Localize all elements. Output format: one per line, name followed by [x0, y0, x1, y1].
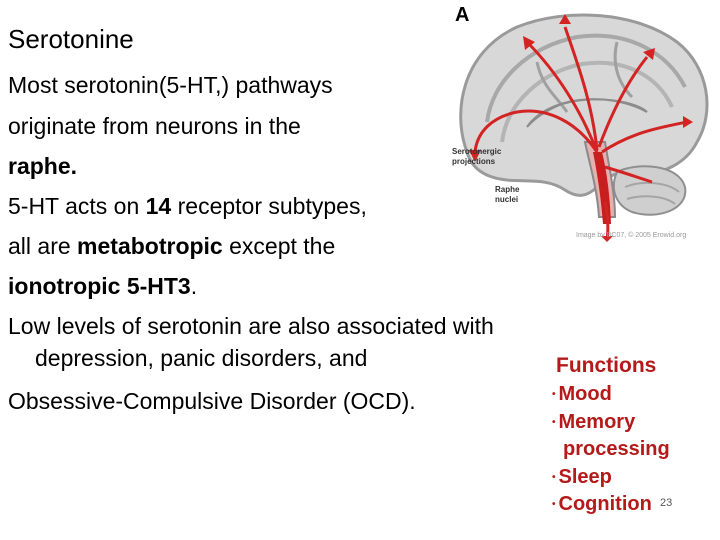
function-item-mood: •Mood [552, 383, 612, 405]
text-line-5: all are metabotropic except the [8, 233, 336, 259]
text-line-2: originate from neurons in the [8, 113, 301, 139]
functions-title: Functions [556, 354, 657, 377]
function-item-sleep: •Sleep [552, 466, 612, 488]
text-line-1: Most serotonin(5-HT,) pathways [8, 72, 333, 98]
text-line-6: ionotropic 5-HT3. [8, 273, 198, 299]
page-number: 23 [660, 497, 673, 509]
text-line-8: depression, panic disorders, and [35, 345, 368, 371]
figure-panel-label: A [455, 4, 470, 26]
slide-title: Serotonine [8, 24, 134, 54]
function-item-memory: •Memory [552, 411, 636, 433]
function-item-processing: processing [563, 438, 670, 460]
projections-label: Serotonergic projections [452, 147, 502, 166]
text-line-7: Low levels of serotonin are also associa… [8, 313, 494, 339]
text-line-4: 5-HT acts on 14 receptor subtypes, [8, 193, 367, 219]
raphe-nuclei-label: Raphe nuclei [495, 185, 520, 204]
brain-serotonin-figure [447, 2, 719, 242]
function-item-cognition: •Cognition [552, 493, 652, 515]
text-line-3: raphe. [8, 153, 78, 179]
text-line-9: Obsessive-Compulsive Disorder (OCD). [8, 388, 416, 414]
image-credit: Image by BC07, © 2005 Erowid.org [576, 232, 687, 239]
